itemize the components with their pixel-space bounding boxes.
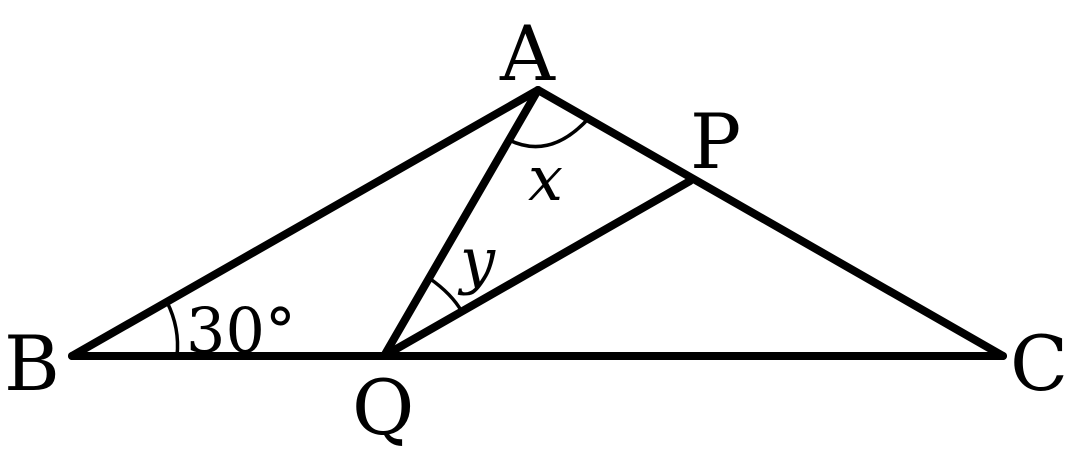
segment-AQ xyxy=(380,86,542,360)
point-label-Q: Q xyxy=(352,363,414,452)
point-label-P: P xyxy=(690,97,741,186)
angle-label-x: x xyxy=(528,142,563,215)
angle-arc-x xyxy=(508,117,590,149)
point-label-C: C xyxy=(1010,319,1068,408)
point-label-B: B xyxy=(4,319,60,408)
segment-AB xyxy=(68,86,542,360)
angle-arc-y xyxy=(428,276,464,313)
angle-arc-B xyxy=(165,301,180,357)
segment-QP xyxy=(380,177,694,360)
angle-label-B: 30° xyxy=(186,294,296,367)
angle-arcs xyxy=(165,117,590,357)
point-label-A: A xyxy=(499,9,556,98)
segments xyxy=(68,86,1007,360)
angle-label-y: y xyxy=(457,224,496,297)
segment-AC xyxy=(534,86,1007,360)
